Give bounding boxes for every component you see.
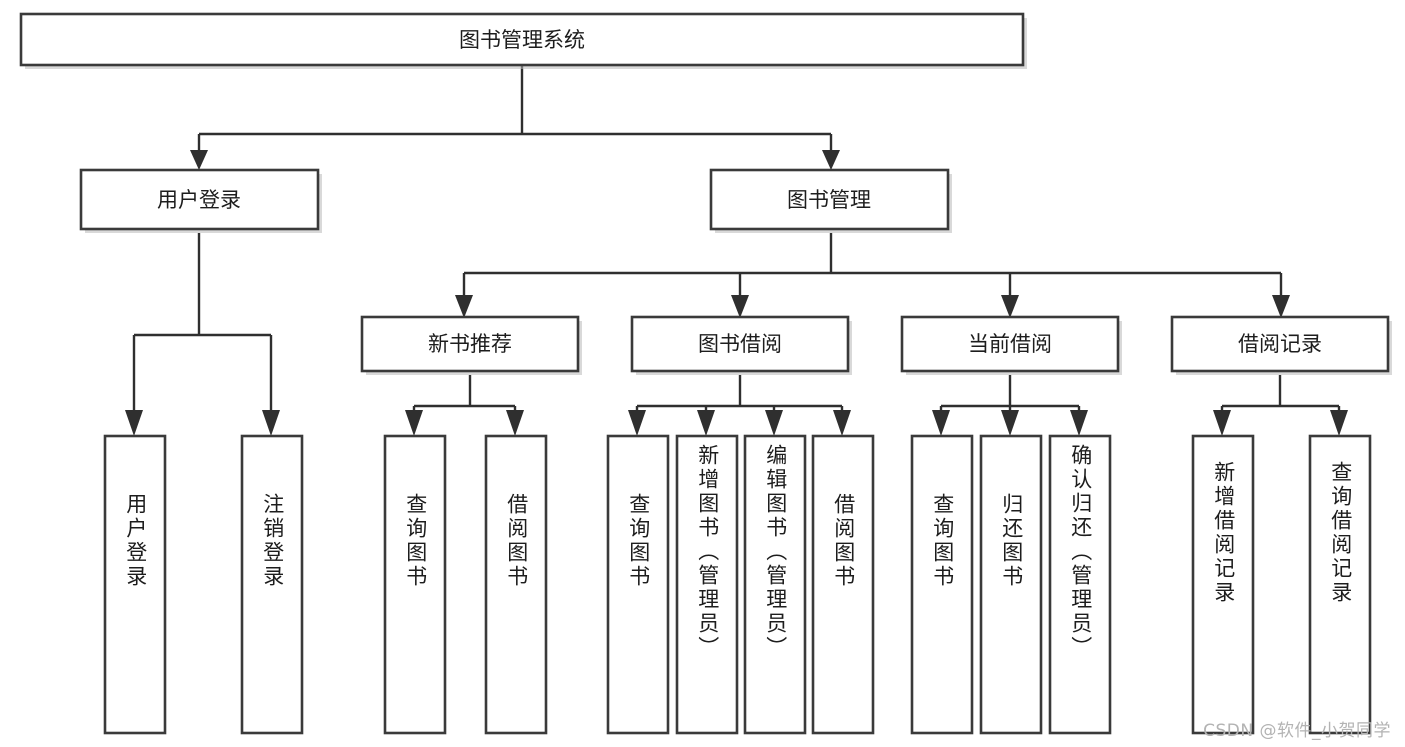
- arrow-current-to-leaf10: [1001, 410, 1019, 436]
- node-login-label: 用户登录: [157, 188, 241, 212]
- node-newbook[interactable]: 新书推荐: [360, 315, 582, 375]
- node-root[interactable]: 图书管理系统: [19, 12, 1027, 69]
- node-bookmgmt[interactable]: 图书管理: [709, 168, 952, 233]
- node-leaf-9-box[interactable]: [910, 434, 974, 735]
- node-leaf-2-box[interactable]: [240, 434, 304, 735]
- arrow-root-to-bookmgmt: [822, 150, 840, 170]
- arrow-bookmgmt-to-current: [1001, 295, 1019, 318]
- node-leaf-7-box[interactable]: [743, 434, 807, 735]
- arrow-login-to-leaf1: [125, 410, 143, 436]
- arrow-root-to-login: [190, 150, 208, 170]
- node-newbook-box[interactable]: [360, 315, 580, 373]
- node-root-box[interactable]: [19, 12, 1025, 67]
- node-leaf-4-box[interactable]: [484, 434, 548, 735]
- node-borrow-label: 图书借阅: [698, 332, 782, 356]
- node-leaf-1-box[interactable]: [103, 434, 167, 735]
- node-leaf-10-box[interactable]: [979, 434, 1043, 735]
- arrow-newbook-to-leaf3: [405, 410, 423, 436]
- arrow-records-to-leaf12: [1213, 410, 1231, 436]
- csdn-watermark: CSDN @软件_小贺同学: [1203, 721, 1391, 741]
- node-leaf-8-box[interactable]: [811, 434, 875, 735]
- node-leaf-11-box[interactable]: [1048, 434, 1112, 735]
- node-login-box[interactable]: [79, 168, 320, 231]
- node-records-label: 借阅记录: [1238, 332, 1322, 356]
- node-borrow-box[interactable]: [630, 315, 850, 373]
- node-records-box[interactable]: [1170, 315, 1390, 373]
- arrow-bookmgmt-to-records: [1272, 295, 1290, 318]
- arrow-borrow-to-leaf5: [628, 410, 646, 436]
- node-borrow[interactable]: 图书借阅: [630, 315, 852, 375]
- node-bookmgmt-box[interactable]: [709, 168, 950, 231]
- node-current-box[interactable]: [900, 315, 1120, 373]
- node-newbook-label: 新书推荐: [428, 332, 512, 356]
- arrow-bookmgmt-to-borrow: [731, 295, 749, 318]
- arrow-current-to-leaf11: [1070, 410, 1088, 436]
- node-leaf-13-box[interactable]: [1308, 434, 1372, 735]
- node-leaf-3-box[interactable]: [383, 434, 447, 735]
- node-current[interactable]: 当前借阅: [900, 315, 1122, 375]
- arrow-records-to-leaf13: [1330, 410, 1348, 436]
- node-leaf-6-box[interactable]: [675, 434, 739, 735]
- arrow-borrow-to-leaf7: [765, 410, 783, 436]
- node-root-label: 图书管理系统: [459, 28, 585, 52]
- arrow-borrow-to-leaf8: [833, 410, 851, 436]
- leaf-box-layer: [103, 434, 1372, 735]
- connector-layer: [125, 65, 1348, 436]
- node-records[interactable]: 借阅记录: [1170, 315, 1392, 375]
- node-current-label: 当前借阅: [968, 332, 1052, 356]
- arrow-bookmgmt-to-newbook: [455, 295, 473, 318]
- node-bookmgmt-label: 图书管理: [787, 188, 871, 212]
- arrow-borrow-to-leaf6: [697, 410, 715, 436]
- node-leaf-5-box[interactable]: [606, 434, 670, 735]
- node-leaf-12-box[interactable]: [1191, 434, 1255, 735]
- arrow-current-to-leaf9: [932, 410, 950, 436]
- arrow-login-to-leaf2: [262, 410, 280, 436]
- arrow-newbook-to-leaf4: [506, 410, 524, 436]
- node-login[interactable]: 用户登录: [79, 168, 322, 233]
